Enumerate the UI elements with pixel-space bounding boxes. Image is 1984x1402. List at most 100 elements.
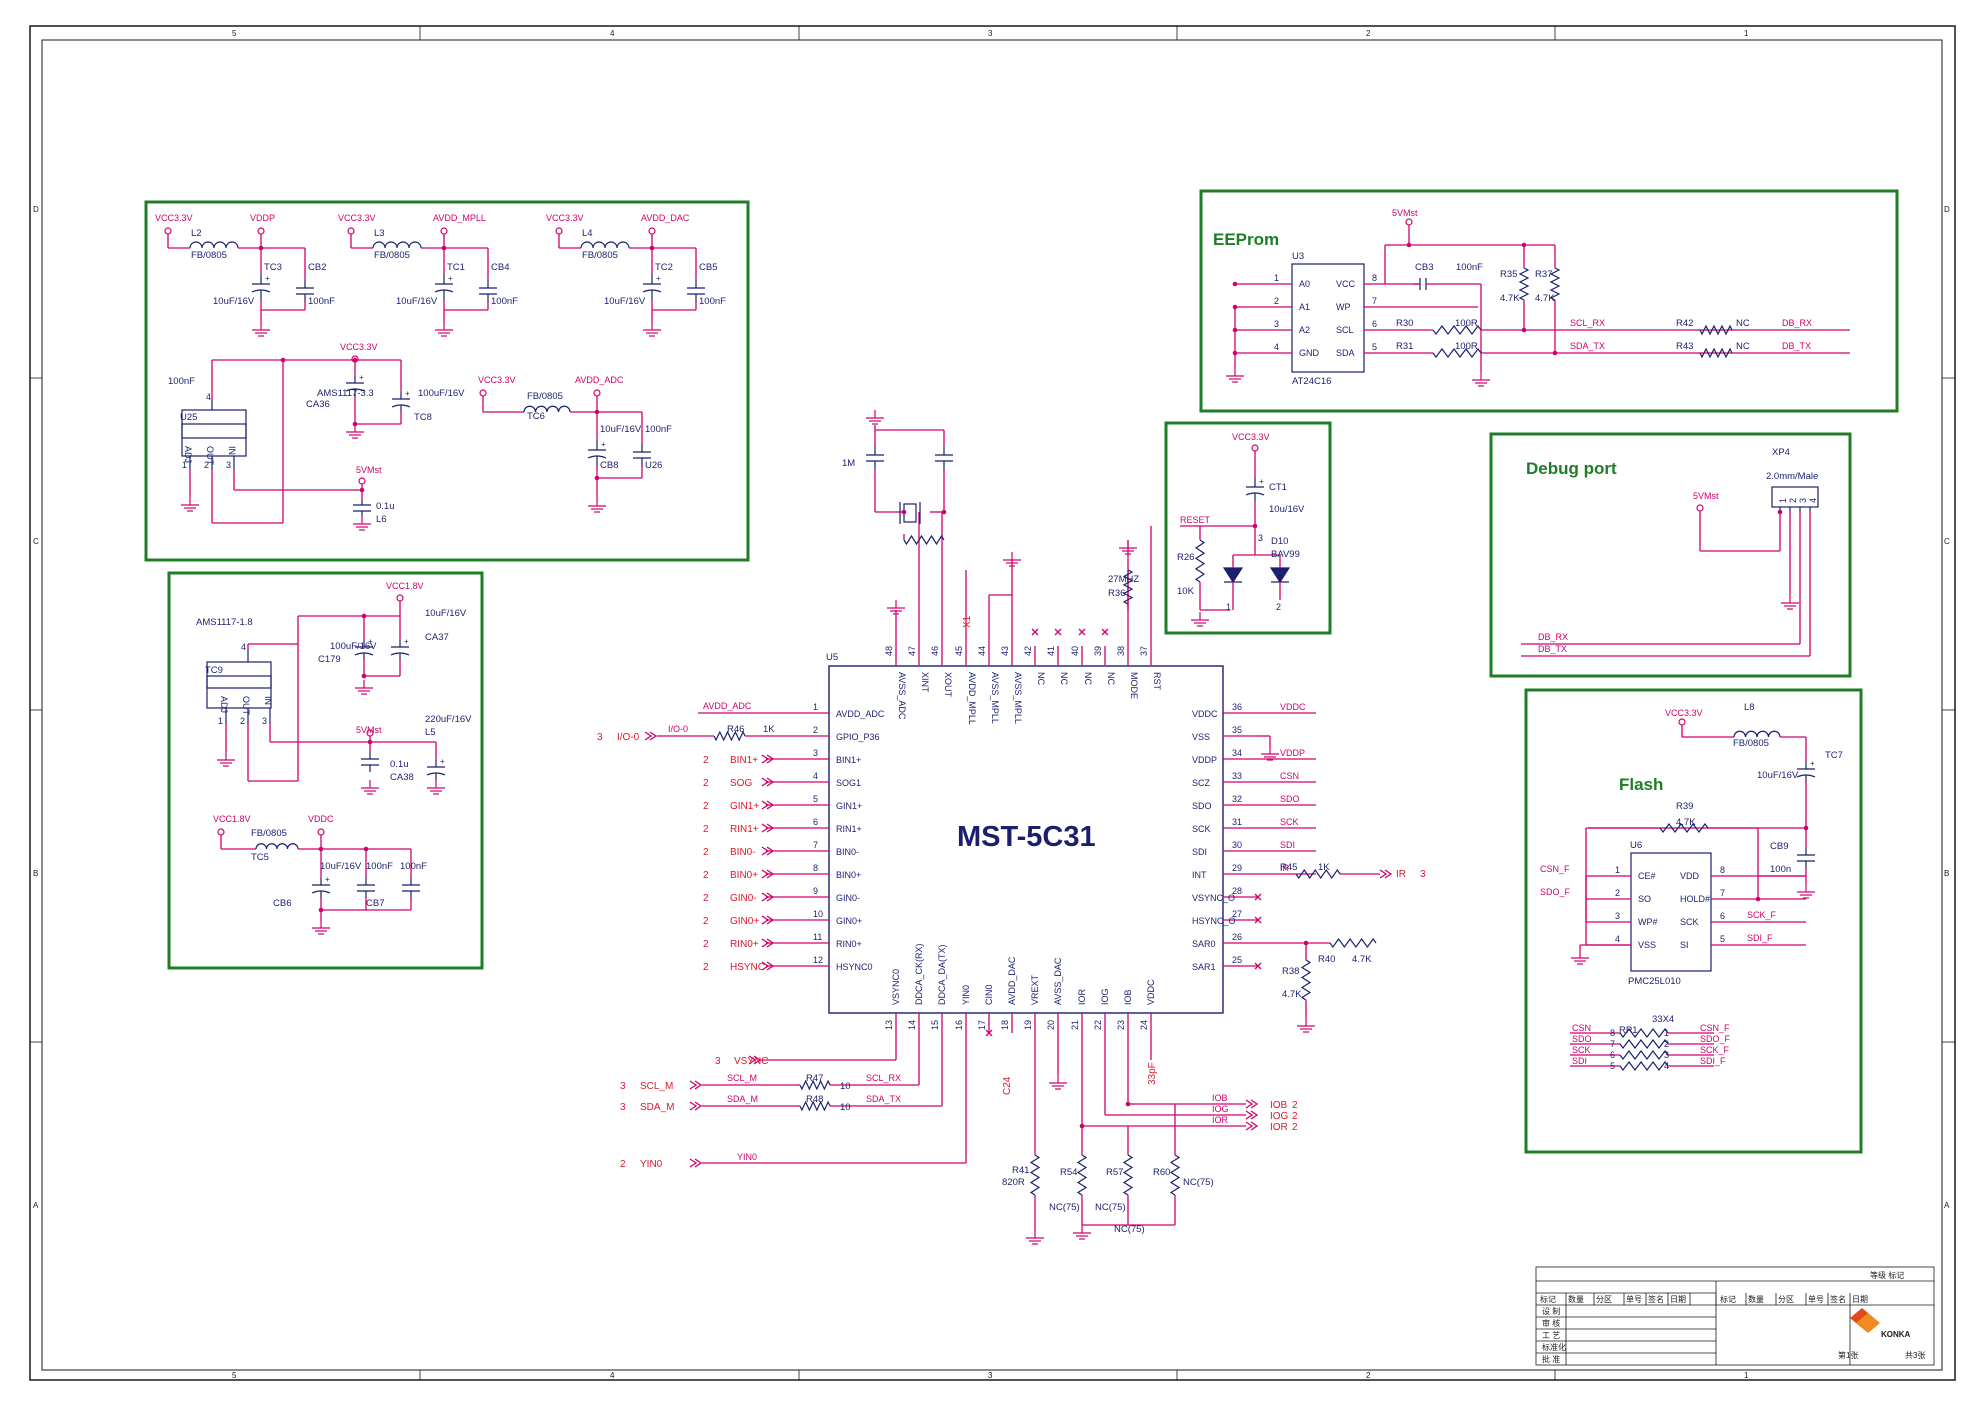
grid-row-label: A	[33, 1201, 39, 1210]
pin-name: A1	[1299, 302, 1310, 312]
pin-number: 2	[240, 716, 245, 726]
net-label-io0: I/O-0	[668, 724, 688, 734]
plus-sign-icon: +	[1259, 477, 1264, 486]
net-label-sdo: SDO_F	[1540, 887, 1571, 897]
net-label: SDA_M	[727, 1094, 758, 1104]
pin-number: 6	[1610, 1050, 1615, 1060]
pin-name: BIN1+	[836, 755, 861, 765]
net-arrow-icon	[766, 777, 775, 787]
net-label-dbtx: DB_TX	[1538, 644, 1567, 654]
power-block-1	[144, 200, 750, 562]
plus-sign-icon: +	[325, 875, 330, 884]
title-col-label: 分区	[1596, 1295, 1612, 1304]
right-net: IR	[1280, 863, 1290, 873]
pin-name: NC	[1036, 672, 1046, 685]
right-net: SDO	[1280, 794, 1300, 804]
title-company: KONKA	[1881, 1330, 1911, 1339]
pin-name: GIN1+	[836, 801, 862, 811]
sheet-ref: 2	[703, 778, 709, 789]
resistor-vertical	[1194, 539, 1206, 583]
flash-title: Flash	[1619, 775, 1663, 794]
net-arrow-icon	[766, 754, 775, 764]
cap-ref: CB5	[699, 262, 717, 273]
sheet-ref: 2	[703, 824, 709, 835]
title-block: 等级 标记 KONKA 第1张 共3张 标记数量分区单号签名日期标记数量分区单号…	[1535, 1266, 1935, 1366]
grid-column-label: 5	[232, 29, 237, 38]
power-port-icon	[217, 828, 225, 836]
pin-name: OUT	[241, 696, 251, 716]
offpage-net: SDA_M	[640, 1102, 674, 1113]
pin-name: VCC	[1336, 279, 1356, 289]
res-ref: 27MHZ	[1108, 574, 1139, 585]
title-sheet-current: 第1张	[1838, 1350, 1858, 1360]
net-arrow-icon	[1245, 1099, 1254, 1109]
plus-sign-icon: +	[440, 757, 445, 766]
net-arrow-icon	[689, 1080, 698, 1090]
power-port-icon	[1251, 444, 1259, 452]
grid-column-label: 3	[988, 29, 993, 38]
sheet-ref: 2	[703, 939, 709, 950]
title-col-label: 日期	[1670, 1295, 1686, 1304]
pin-number: 25	[1232, 955, 1242, 965]
pin-name: MODE	[1129, 672, 1139, 699]
pin-name: HSYNC_O	[1192, 916, 1236, 926]
pin-number: 33	[1232, 771, 1242, 781]
pin-name: VDDC	[1146, 979, 1156, 1005]
power-port-icon	[164, 227, 172, 235]
power-port-icon	[593, 389, 601, 397]
sheet-ref: 2	[703, 962, 709, 973]
net-arrow-icon	[689, 1101, 698, 1111]
net-label-rail: AVDD_DAC	[641, 213, 690, 223]
ground-symbol	[252, 322, 270, 337]
junction-dot	[361, 673, 367, 679]
grid-column-label: 5	[232, 1371, 237, 1380]
net-arrow-icon	[761, 777, 770, 787]
pin-name: HSYNC0	[836, 962, 873, 972]
cap-ref: CB4	[491, 262, 509, 273]
reset-block	[1164, 421, 1332, 635]
pin-name: SCZ	[1192, 778, 1211, 788]
pin-number: 10	[813, 909, 823, 919]
right-net: VDDC	[1280, 702, 1306, 712]
cap-ref: 220uF/16V	[425, 714, 472, 725]
net-arrow-icon	[766, 961, 775, 971]
net-label-vcc: VCC3.3V	[478, 375, 516, 385]
power-port-icon	[479, 389, 487, 397]
junction-dot	[1777, 509, 1783, 515]
cap-value: 10uF/16V	[604, 296, 646, 307]
cap-ref: 10uF/16V	[320, 861, 362, 872]
res-ref: R30	[1396, 318, 1413, 329]
resistor-vertical	[1169, 1154, 1181, 1196]
pin-name: ADJ	[219, 696, 229, 713]
pin-number: 12	[813, 955, 823, 965]
net-arrow-icon	[761, 754, 770, 764]
ground-symbol	[1003, 552, 1021, 567]
cap-value: 100nF	[699, 296, 726, 307]
net-arrow-icon	[766, 915, 775, 925]
main-chip: U5 MST-5C31	[826, 652, 1224, 1014]
cap-ref: 100uF/16V	[418, 388, 465, 399]
net-label: SCL_M	[727, 1073, 757, 1083]
offpage-net: IOG	[1270, 1111, 1289, 1122]
net-arrow-icon	[766, 892, 775, 902]
pin-number: 3	[1258, 533, 1263, 543]
cap-value: 10uF/16V	[396, 296, 438, 307]
pin-name: HOLD#	[1680, 894, 1710, 904]
title-col-label: 日期	[1852, 1295, 1868, 1304]
pin-number: 17	[977, 1020, 987, 1030]
pin-name: GIN0-	[836, 893, 860, 903]
res-ref: R54	[1060, 1167, 1077, 1178]
net-label-avdd-dac: C24	[1002, 1076, 1013, 1095]
cap-value: C179	[318, 654, 341, 665]
offpage-net: IOR	[1270, 1122, 1288, 1133]
pin-number: 40	[1070, 646, 1080, 656]
pin-number: 27	[1232, 909, 1242, 919]
pin-number: 26	[1232, 932, 1242, 942]
eeprom-body	[1291, 263, 1365, 373]
pin-number: 2	[1276, 602, 1281, 612]
net-label-reset: RESET	[1180, 515, 1211, 525]
pin-name: IOG	[1100, 988, 1110, 1005]
net-arrow-icon	[753, 1055, 762, 1065]
net-label-vddc: 33pF	[1147, 1062, 1158, 1085]
pin-number: 2	[204, 460, 209, 470]
